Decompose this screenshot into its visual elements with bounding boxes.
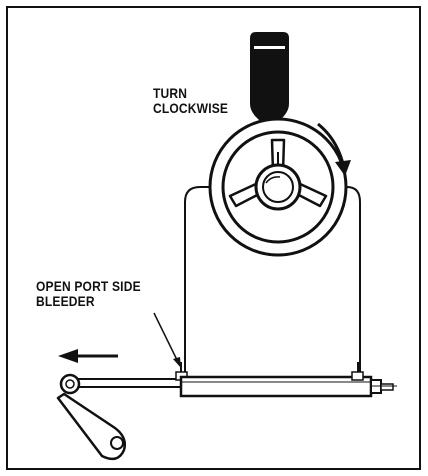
steering-cylinder-icon [71, 362, 397, 398]
turn-clockwise-label: TURN CLOCKWISE [153, 86, 228, 116]
tiller-arm-icon [56, 373, 126, 461]
steering-wheel-icon [208, 117, 348, 257]
bleeder-label-line-2: BLEEDER [36, 293, 95, 309]
turn-label-line-2: CLOCKWISE [153, 100, 229, 116]
bleeder-pointer [153, 312, 181, 368]
bleeder-label-line-1: OPEN PORT SIDE [36, 278, 141, 294]
border [6, 6, 421, 470]
left-arrow-icon [58, 349, 118, 363]
open-bleeder-label: OPEN PORT SIDE BLEEDER [36, 279, 141, 309]
turn-label-line-1: TURN [153, 85, 188, 101]
port-line [184, 186, 230, 372]
clockwise-arrow-icon [317, 122, 351, 176]
